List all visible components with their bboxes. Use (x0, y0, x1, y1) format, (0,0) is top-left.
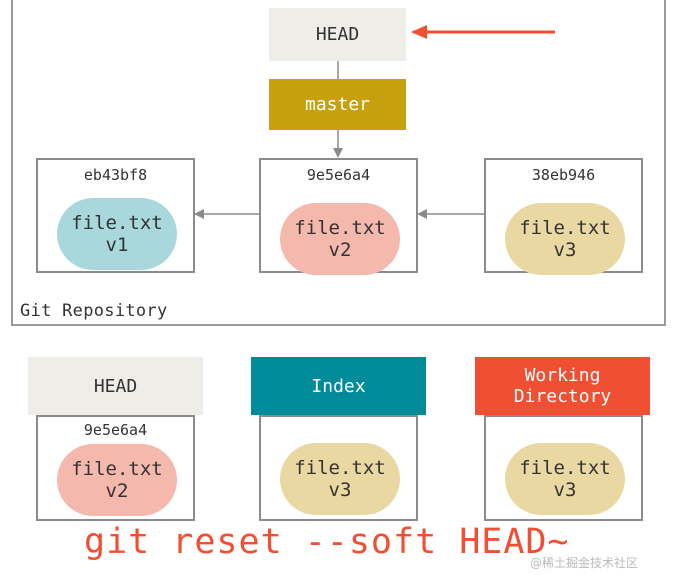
commit-node: eb43bf8 file.txt v1 (36, 158, 195, 273)
file-blob: file.txt v3 (505, 443, 625, 515)
commit-node: 9e5e6a4 file.txt v2 (259, 158, 418, 275)
working-directory-tree-box: file.txt v3 (484, 415, 643, 521)
commit-hash: 9e5e6a4 (306, 166, 371, 184)
file-version: v1 (105, 234, 129, 256)
branch-master: master (269, 79, 406, 130)
git-command-caption: git reset --soft HEAD~ (84, 522, 570, 562)
file-name: file.txt (519, 457, 611, 479)
file-version: v3 (553, 239, 577, 261)
file-blob: file.txt v3 (280, 443, 400, 515)
file-name: file.txt (294, 457, 386, 479)
working-directory-tree-header: Working Directory (475, 357, 650, 415)
file-version: v3 (328, 479, 352, 501)
git-repository-frame (11, 0, 666, 326)
file-version: v3 (553, 479, 577, 501)
file-blob: file.txt v2 (280, 203, 400, 275)
file-version: v2 (328, 239, 352, 261)
head-pointer: HEAD (269, 8, 406, 61)
file-name: file.txt (519, 217, 611, 239)
head-tree-header: HEAD (28, 357, 203, 415)
file-name: file.txt (71, 212, 163, 234)
file-blob: file.txt v2 (57, 444, 177, 516)
commit-hash: eb43bf8 (83, 166, 148, 184)
index-tree-box: file.txt v3 (259, 415, 418, 521)
index-tree-header: Index (251, 357, 426, 415)
commit-node: 38eb946 file.txt v3 (484, 158, 643, 275)
git-repository-label: Git Repository (20, 301, 168, 321)
file-name: file.txt (294, 217, 386, 239)
file-blob: file.txt v3 (505, 203, 625, 275)
commit-hash: 38eb946 (531, 166, 596, 184)
head-tree-hash: 9e5e6a4 (83, 421, 148, 439)
file-version: v2 (105, 480, 129, 502)
watermark: @稀土掘金技术社区 (530, 556, 639, 570)
head-tree-box: 9e5e6a4 file.txt v2 (36, 415, 195, 521)
file-blob: file.txt v1 (57, 198, 177, 270)
file-name: file.txt (71, 458, 163, 480)
